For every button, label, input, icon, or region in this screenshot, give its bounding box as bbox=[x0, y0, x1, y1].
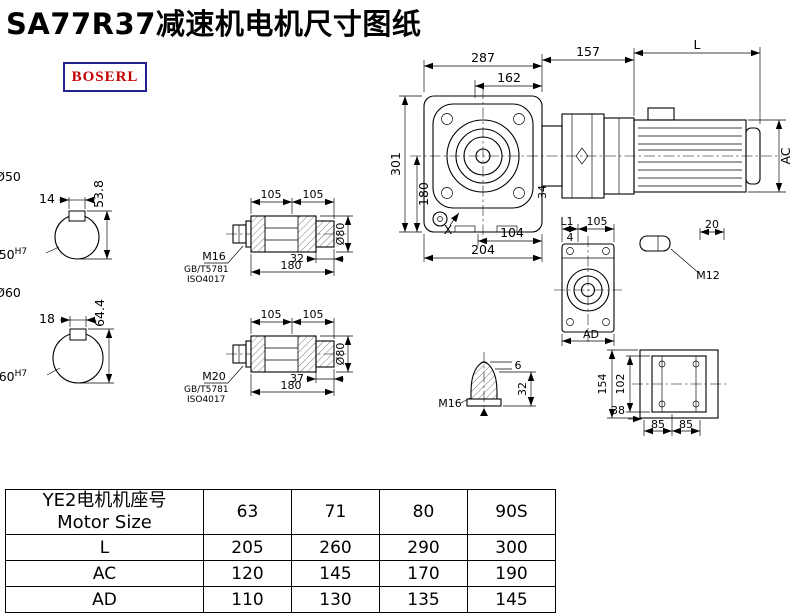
dim-hub2-180: 180 bbox=[281, 379, 302, 392]
cell-L-71: 260 bbox=[291, 534, 380, 561]
cell-AD-71: 130 bbox=[291, 586, 380, 613]
shaft-section-50: Ø50 14 53.8 Ø50H7 bbox=[0, 169, 112, 262]
cell-L-63: 205 bbox=[203, 534, 292, 561]
shaft-section-60: Ø60 18 64.4 Ø60H7 bbox=[0, 285, 114, 384]
dim-37: 37 bbox=[290, 372, 304, 385]
dim-4: 4 bbox=[567, 231, 574, 244]
cell-L-90s: 300 bbox=[467, 534, 556, 561]
dim-hub1-180: 180 bbox=[281, 259, 302, 272]
label-m20: M20 bbox=[202, 370, 226, 383]
page-title: SA77R37减速机电机尺寸图纸 bbox=[6, 7, 422, 41]
label-m16: M16 bbox=[202, 250, 226, 263]
dim-104: 104 bbox=[500, 225, 524, 240]
table-header-cn: YE2电机机座号 bbox=[42, 490, 167, 512]
table-row-AC: AC 120 145 170 190 bbox=[5, 560, 556, 587]
dim-85b: 85 bbox=[679, 418, 693, 431]
brand-logo: BOSERL bbox=[63, 62, 147, 92]
motor-size-col-71: 71 bbox=[291, 489, 380, 535]
dim-301: 301 bbox=[388, 152, 403, 176]
row-label-L: L bbox=[5, 534, 204, 561]
dim-hub1-105a: 105 bbox=[261, 188, 282, 201]
hollow-shaft-m16: 105 105 M16 GB/T5781 ISO4017 32 180 Ø80 bbox=[184, 188, 353, 285]
dim-L1: L1 bbox=[560, 215, 573, 228]
cell-L-80: 290 bbox=[379, 534, 468, 561]
dim-X: X bbox=[444, 222, 453, 237]
label-d50h7: Ø50H7 bbox=[0, 247, 27, 262]
output-side-view: L1 105 4 AD bbox=[554, 215, 622, 346]
label-d60h7: Ø60H7 bbox=[0, 369, 27, 384]
dim-14: 14 bbox=[39, 191, 55, 206]
main-assembly-view bbox=[410, 88, 782, 242]
dim-hub1-105b: 105 bbox=[303, 188, 324, 201]
table-row-L: L 205 260 290 300 bbox=[5, 534, 556, 561]
label-m12: M12 bbox=[696, 269, 720, 282]
dim-6: 6 bbox=[515, 359, 522, 372]
dim-102: 102 bbox=[614, 374, 627, 395]
cell-AD-80: 135 bbox=[379, 586, 468, 613]
dim-hub2-105a: 105 bbox=[261, 308, 282, 321]
table-row-AD: AD 110 130 135 145 bbox=[5, 586, 556, 613]
label-iso4017: ISO4017 bbox=[187, 275, 225, 285]
dim-cone-32: 32 bbox=[516, 382, 529, 396]
hollow-shaft-m20: 105 105 M20 GB/T5781 ISO4017 37 180 Ø80 bbox=[184, 308, 353, 405]
dim-L: L bbox=[694, 37, 701, 52]
motor-size-col-80: 80 bbox=[379, 489, 468, 535]
dim-64-4: 64.4 bbox=[92, 299, 107, 327]
dim-38: 38 bbox=[611, 404, 625, 417]
dim-154: 154 bbox=[596, 374, 609, 395]
motor-size-col-63: 63 bbox=[203, 489, 292, 535]
dim-20: 20 bbox=[705, 218, 719, 231]
dim-hub2-d80: Ø80 bbox=[334, 343, 347, 366]
foot-view: 154 102 38 85 85 bbox=[596, 349, 726, 436]
dim-180-side: 180 bbox=[416, 182, 431, 206]
dim-287: 287 bbox=[471, 50, 495, 65]
dim-side-105: 105 bbox=[587, 215, 608, 228]
pin-detail: 20 M12 bbox=[639, 218, 725, 282]
brand-logo-text: BOSERL bbox=[71, 68, 139, 85]
motor-size-col-90s: 90S bbox=[467, 489, 556, 535]
label-gb-t5781: GB/T5781 bbox=[184, 265, 229, 275]
main-dimensions: 287 162 157 L 301 180 AC 34 X 104 204 bbox=[388, 37, 793, 262]
dim-hub2-105b: 105 bbox=[303, 308, 324, 321]
dim-85a: 85 bbox=[651, 418, 665, 431]
plug-detail: 6 32 M16 bbox=[438, 352, 536, 416]
dim-157: 157 bbox=[576, 44, 600, 59]
cell-AC-90s: 190 bbox=[467, 560, 556, 587]
dim-AD: AD bbox=[583, 328, 599, 341]
dim-204: 204 bbox=[471, 242, 495, 257]
cell-AD-90s: 145 bbox=[467, 586, 556, 613]
table-header-label: YE2电机机座号 Motor Size bbox=[5, 489, 204, 535]
row-label-AC: AC bbox=[5, 560, 204, 587]
label-m16-cone: M16 bbox=[438, 397, 462, 410]
label-iso4017-2: ISO4017 bbox=[187, 395, 225, 405]
dim-32: 32 bbox=[290, 252, 304, 265]
label-d50: Ø50 bbox=[0, 169, 21, 184]
cell-AC-80: 170 bbox=[379, 560, 468, 587]
row-label-AD: AD bbox=[5, 586, 204, 613]
cell-AC-63: 120 bbox=[203, 560, 292, 587]
label-gb-t5781-2: GB/T5781 bbox=[184, 385, 229, 395]
dim-53-8: 53.8 bbox=[91, 180, 106, 208]
dim-hub1-d80: Ø80 bbox=[334, 223, 347, 246]
motor-size-table: YE2电机机座号 Motor Size 63 71 80 90S L 205 2… bbox=[5, 489, 556, 613]
cell-AD-63: 110 bbox=[203, 586, 292, 613]
dim-18: 18 bbox=[39, 311, 55, 326]
cell-AC-71: 145 bbox=[291, 560, 380, 587]
dim-34: 34 bbox=[536, 185, 549, 199]
dim-162: 162 bbox=[497, 70, 521, 85]
table-header-row: YE2电机机座号 Motor Size 63 71 80 90S bbox=[5, 489, 556, 535]
technical-drawing: 287 162 157 L 301 180 AC 34 X 104 204 Ø5… bbox=[0, 37, 793, 436]
label-d60: Ø60 bbox=[0, 285, 21, 300]
table-header-en: Motor Size bbox=[57, 512, 152, 533]
dim-AC: AC bbox=[778, 147, 793, 164]
